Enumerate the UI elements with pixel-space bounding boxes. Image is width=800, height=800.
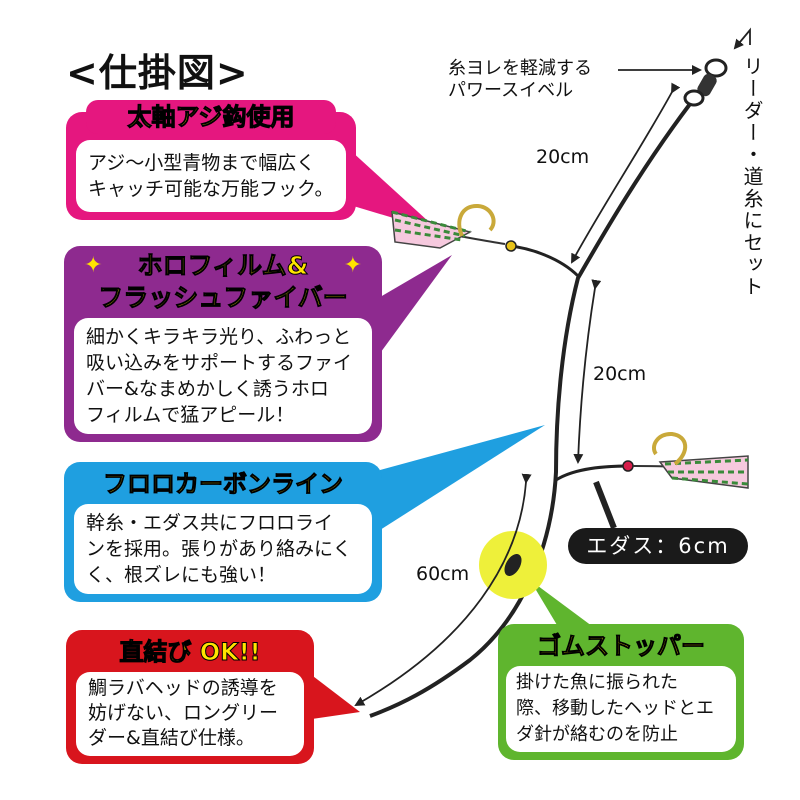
leader-set-label: リーダー・道糸にセット	[740, 56, 764, 298]
fluoro-panel: フロロカーボンライン 幹糸・エダス共にフロロライ ンを採用。張りがあり絡みにく …	[64, 462, 382, 602]
upper-hook-icon	[391, 204, 506, 249]
sparkle-icon: ✦	[343, 253, 362, 278]
hook-panel-body: アジ～小型青物まで幅広く キャッチ可能な万能フック。	[76, 140, 346, 212]
lower-bead	[622, 460, 634, 472]
stopper-pointer	[530, 580, 600, 632]
swivel-label: 糸ヨレを軽減する パワースイベル	[448, 58, 592, 101]
holo-panel-body: 細かくキラキラ光り、ふわっと 吸い込みをサポートするファイ バー&なまめかしく誘…	[74, 318, 372, 434]
direct-pointer	[305, 670, 360, 720]
upper-dimension-arrow	[571, 82, 681, 264]
swivel-icon	[683, 58, 728, 107]
lower-dropper-line	[555, 464, 631, 482]
stopper-panel-header: ゴムストッパー	[537, 632, 706, 661]
fluoro-panel-header: フロロカーボンライン	[103, 470, 344, 499]
upper-bead	[505, 240, 517, 252]
stopper-panel: ゴムストッパー 掛けた魚に振られた 際、移動したヘッドとエ ダ針が絡むのを防止	[498, 624, 744, 760]
edasu-pointer-line	[593, 480, 617, 530]
direct-panel-header: 直結び OK!!	[119, 638, 261, 667]
lower-hook-icon	[632, 431, 749, 489]
hook-panel: 太軸アジ鈎使用 アジ～小型青物まで幅広く キャッチ可能な万能フック。	[66, 100, 356, 220]
direct-panel-body: 鯛ラバヘッドの誘導を 妨げない、ロングリー ダー&直結び仕様。	[76, 672, 304, 756]
upper-dropper-line	[509, 244, 580, 278]
lower-dimension-arrow	[354, 473, 532, 706]
upper-dimension-label: 20cm	[536, 146, 590, 168]
holo-panel-header: ✦ ✦ ホロフィルム& フラッシュファイバー	[84, 251, 362, 313]
page-title: <仕掛図>	[66, 51, 249, 95]
fluoro-panel-body: 幹糸・エダス共にフロロライ ンを採用。張りがあり絡みにく く、根ズレにも強い！	[74, 504, 372, 594]
direct-panel: 直結び OK!! 鯛ラバヘッドの誘導を 妨げない、ロングリー ダー&直結び仕様。	[66, 630, 314, 764]
hook-pointer	[350, 150, 440, 232]
holo-pointer	[375, 255, 452, 360]
stopper-panel-body: 掛けた魚に振られた 際、移動したヘッドとエ ダ針が絡むのを防止	[506, 666, 736, 752]
holo-panel: ✦ ✦ ホロフィルム& フラッシュファイバー 細かくキラキラ光り、ふわっと 吸い…	[64, 246, 382, 442]
hook-panel-header: 太軸アジ鈎使用	[86, 100, 336, 134]
lower-dimension-label: 60cm	[416, 563, 470, 585]
middle-dimension-arrow	[573, 279, 602, 464]
middle-dimension-label: 20cm	[593, 363, 647, 385]
sparkle-icon: ✦	[84, 253, 103, 278]
leader-set-arrow	[733, 27, 751, 50]
edasu-label: エダス：6cm	[568, 528, 748, 564]
